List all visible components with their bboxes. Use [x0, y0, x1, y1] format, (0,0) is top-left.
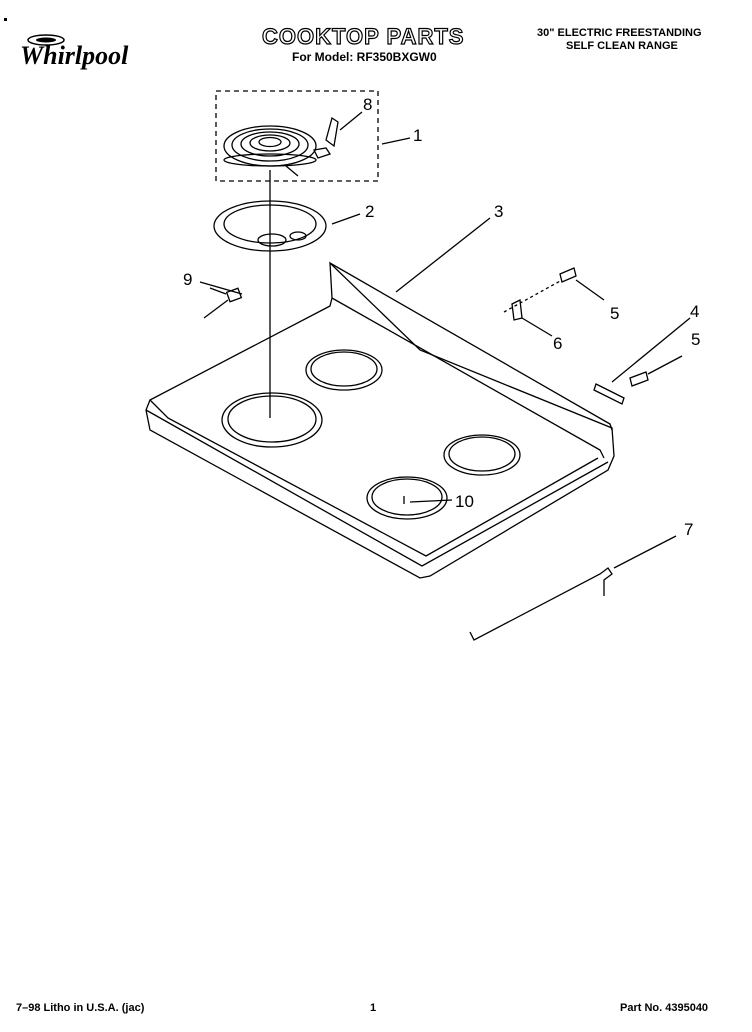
surface-element-icon [223, 125, 332, 177]
callout-4: 4 [690, 302, 700, 321]
corner-mark [4, 18, 7, 21]
callout-1: 1 [413, 126, 423, 145]
callout-5a: 5 [610, 304, 620, 323]
cooktop-icon [145, 261, 615, 579]
bracket-icon [593, 383, 625, 405]
callout-8: 8 [363, 95, 373, 114]
callout-9: 9 [183, 270, 193, 289]
element-dashed-box [215, 90, 379, 182]
product-type-line2: SELF CLEAN RANGE [566, 40, 678, 52]
callout-5b: 5 [691, 330, 701, 349]
callout-6: 6 [553, 334, 563, 353]
litho-note: 7–98 Litho in U.S.A. (jac) [16, 1002, 145, 1014]
model-number: For Model: RF350BXGW0 [292, 50, 437, 64]
part-number: Part No. 4395040 [620, 1002, 709, 1014]
callout-10: 10 [455, 492, 474, 511]
bracket-screw-icon [629, 371, 649, 387]
terminal-block-icon [325, 116, 339, 148]
whirlpool-logo: Whirlpool [20, 34, 129, 70]
page-title: COOKTOP PARTS [261, 23, 465, 49]
callout-7: 7 [684, 520, 694, 539]
callout-2: 2 [365, 202, 375, 221]
logo-text: Whirlpool [20, 41, 129, 70]
callout-3: 3 [494, 202, 504, 221]
rear-rod-icon [469, 567, 613, 641]
page-number: 1 [370, 1002, 377, 1014]
product-type-line1: 30" ELECTRIC FREESTANDING [537, 27, 702, 39]
mounting-screw-icon [559, 267, 577, 283]
